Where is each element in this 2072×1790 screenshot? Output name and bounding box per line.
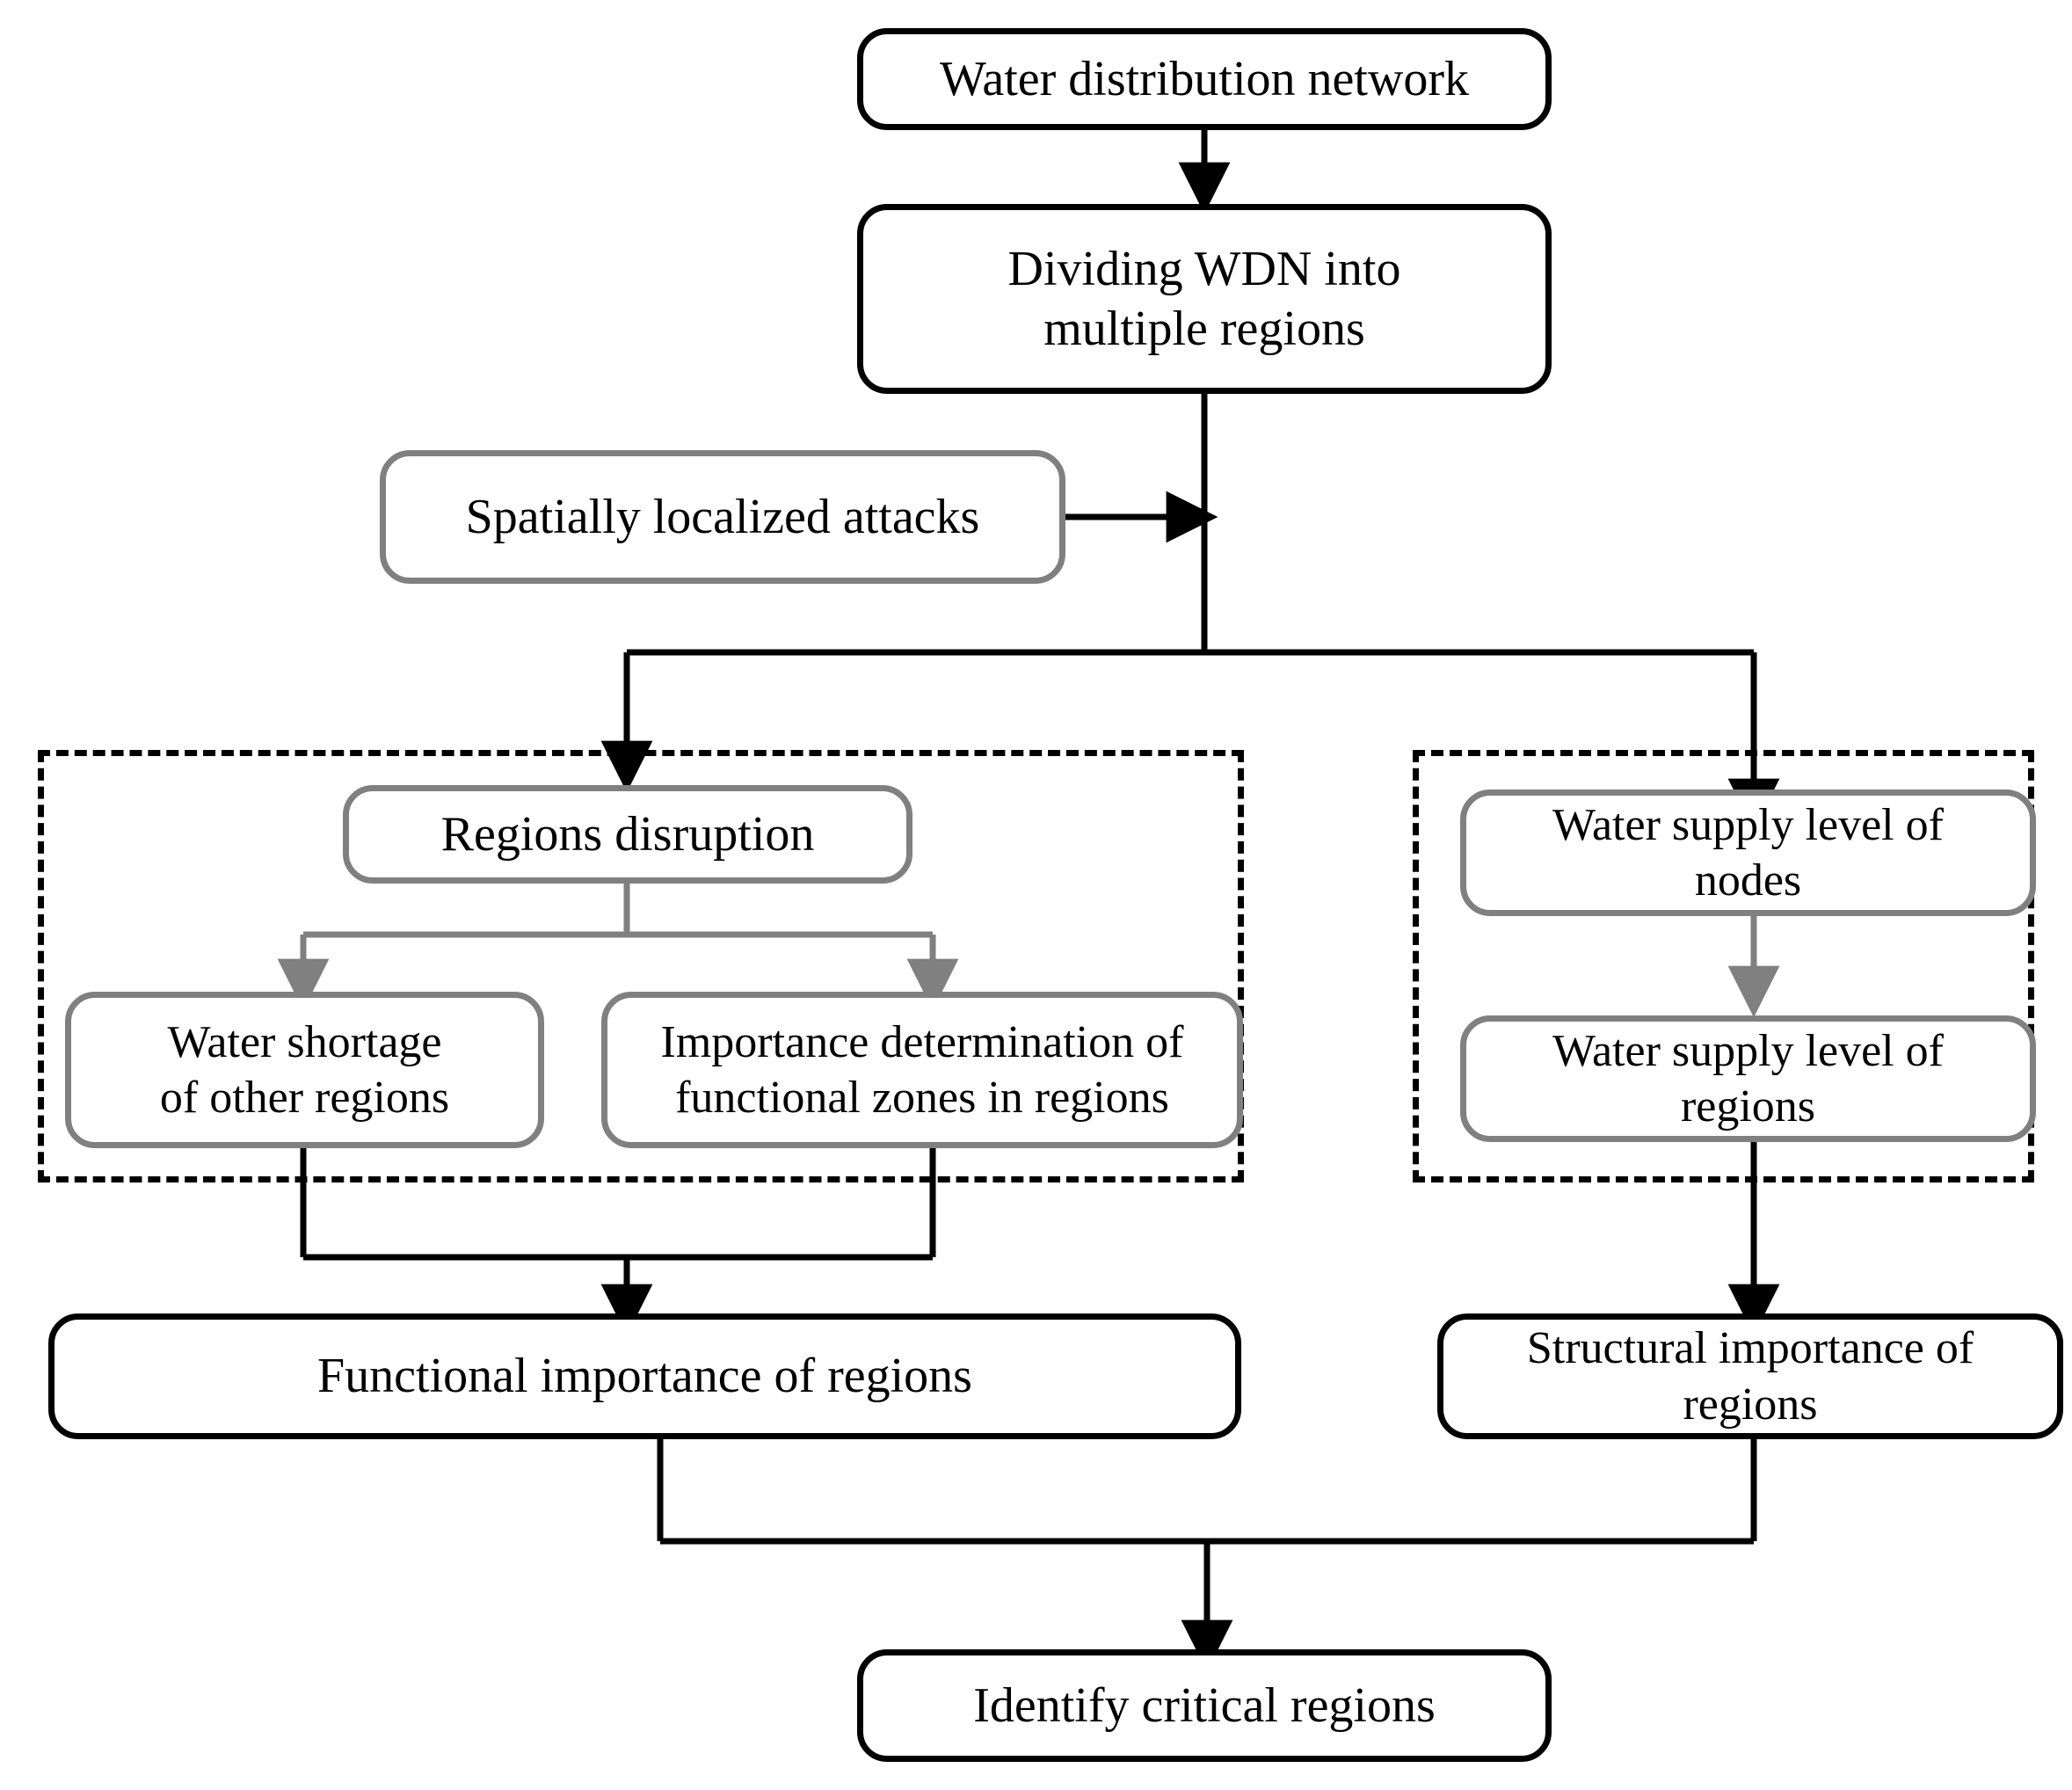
node-importance-determination[interactable]: Importance determination of functional z…: [601, 992, 1243, 1148]
node-water-shortage[interactable]: Water shortage of other regions: [65, 992, 544, 1148]
node-functional-importance[interactable]: Functional importance of regions: [48, 1313, 1241, 1439]
group-structural-importance: [1413, 750, 2034, 1182]
node-dividing-wdn[interactable]: Dividing WDN into multiple regions: [857, 204, 1552, 394]
node-identify-critical-regions[interactable]: Identify critical regions: [857, 1649, 1552, 1762]
node-regions-disruption[interactable]: Regions disruption: [343, 785, 912, 884]
node-spatially-localized-attacks[interactable]: Spatially localized attacks: [380, 450, 1065, 584]
edge-bottom-merge: [657, 1439, 1757, 1672]
node-water-supply-level-nodes[interactable]: Water supply level of nodes: [1460, 789, 2036, 916]
node-water-supply-level-regions[interactable]: Water supply level of regions: [1460, 1015, 2036, 1142]
node-water-distribution-network[interactable]: Water distribution network: [857, 28, 1552, 130]
node-structural-importance[interactable]: Structural importance of regions: [1437, 1313, 2063, 1439]
